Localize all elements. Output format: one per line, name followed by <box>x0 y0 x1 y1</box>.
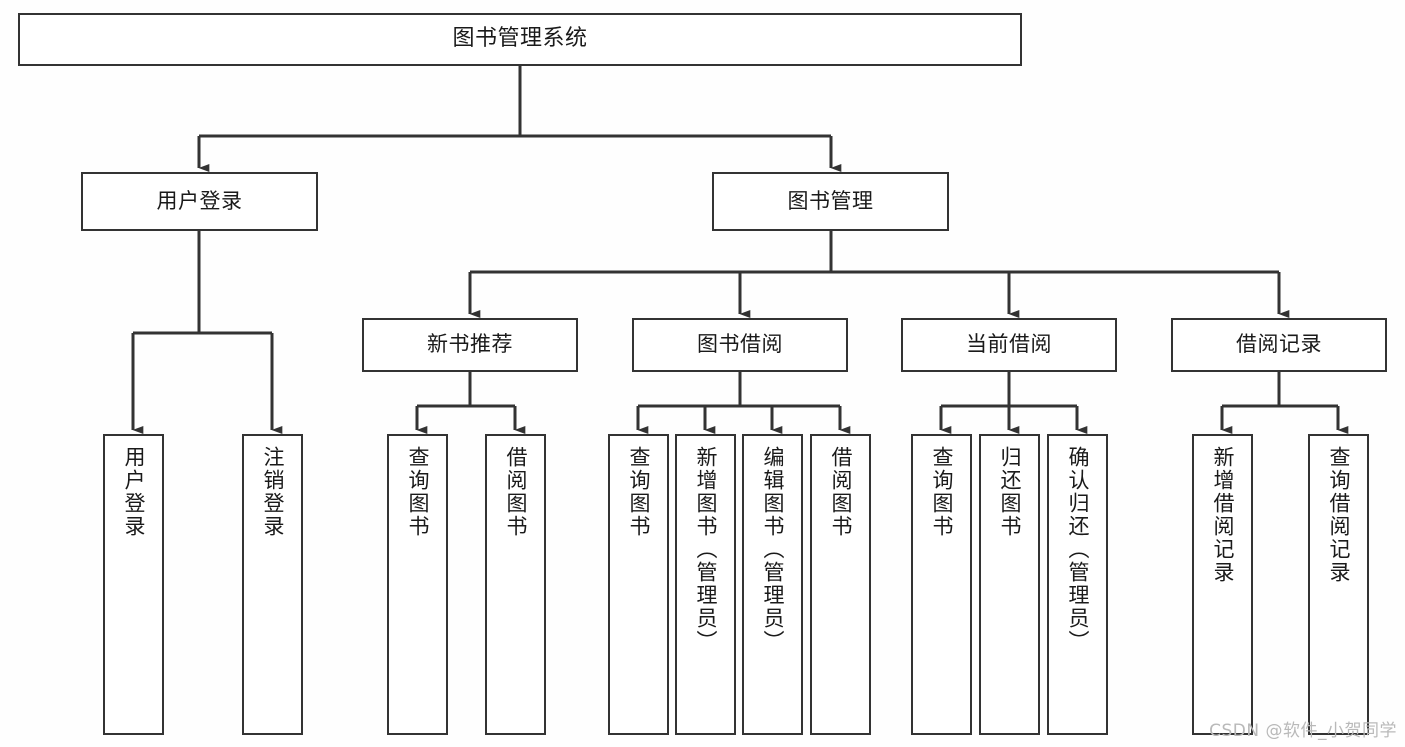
node-leaf-query-book-2-label: 查询图书 <box>627 446 651 538</box>
node-book-manage[interactable]: 图书管理 <box>712 172 949 231</box>
node-user-login-label: 用户登录 <box>156 188 243 213</box>
node-leaf-query-book-1[interactable]: 查询图书 <box>387 434 448 735</box>
node-book-borrow[interactable]: 图书借阅 <box>632 318 848 372</box>
node-leaf-borrow-book-1-label: 借阅图书 <box>504 446 528 538</box>
node-root-label: 图书管理系统 <box>452 26 588 52</box>
node-new-book-rec-label: 新书推荐 <box>427 332 513 357</box>
node-leaf-logout-label: 注销登录 <box>261 446 285 538</box>
node-leaf-return-book[interactable]: 归还图书 <box>979 434 1040 735</box>
node-leaf-confirm-return-label: 确认归还（管理员） <box>1066 446 1090 653</box>
node-root[interactable]: 图书管理系统 <box>18 13 1022 66</box>
node-leaf-query-book-1-label: 查询图书 <box>406 446 430 538</box>
node-leaf-confirm-return[interactable]: 确认归还（管理员） <box>1047 434 1108 735</box>
node-book-manage-label: 图书管理 <box>787 188 874 213</box>
node-leaf-return-book-label: 归还图书 <box>998 446 1022 538</box>
node-leaf-query-book-2[interactable]: 查询图书 <box>608 434 669 735</box>
node-user-login[interactable]: 用户登录 <box>81 172 318 231</box>
node-leaf-borrow-book-2[interactable]: 借阅图书 <box>810 434 871 735</box>
node-leaf-add-record-label: 新增借阅记录 <box>1211 446 1235 584</box>
node-leaf-add-book[interactable]: 新增图书（管理员） <box>675 434 736 735</box>
node-book-borrow-label: 图书借阅 <box>697 332 783 357</box>
node-leaf-logout[interactable]: 注销登录 <box>242 434 303 735</box>
node-leaf-borrow-book-1[interactable]: 借阅图书 <box>485 434 546 735</box>
node-leaf-add-record[interactable]: 新增借阅记录 <box>1192 434 1253 735</box>
node-leaf-user-login-label: 用户登录 <box>122 446 146 538</box>
node-current-borrow[interactable]: 当前借阅 <box>901 318 1117 372</box>
node-leaf-query-book-3[interactable]: 查询图书 <box>911 434 972 735</box>
node-leaf-query-book-3-label: 查询图书 <box>930 446 954 538</box>
node-borrow-record-label: 借阅记录 <box>1236 332 1322 357</box>
node-current-borrow-label: 当前借阅 <box>966 332 1052 357</box>
node-leaf-query-record-label: 查询借阅记录 <box>1327 446 1351 584</box>
node-leaf-add-book-label: 新增图书（管理员） <box>694 446 718 653</box>
node-new-book-rec[interactable]: 新书推荐 <box>362 318 578 372</box>
node-leaf-user-login[interactable]: 用户登录 <box>103 434 164 735</box>
node-leaf-edit-book-label: 编辑图书（管理员） <box>761 446 785 653</box>
node-leaf-borrow-book-2-label: 借阅图书 <box>829 446 853 538</box>
node-borrow-record[interactable]: 借阅记录 <box>1171 318 1387 372</box>
node-leaf-query-record[interactable]: 查询借阅记录 <box>1308 434 1369 735</box>
watermark: CSDN @软件_小贺同学 <box>1209 721 1397 741</box>
node-leaf-edit-book[interactable]: 编辑图书（管理员） <box>742 434 803 735</box>
